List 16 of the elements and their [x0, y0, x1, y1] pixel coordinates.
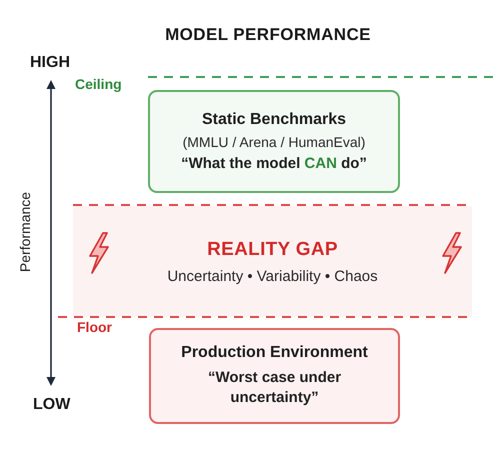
benchmark-list: (MMLU / Arena / HumanEval): [182, 134, 366, 150]
reality-gap-band: [73, 206, 472, 317]
quote-text: “Worst case under uncertainty”: [206, 368, 342, 408]
band-subtitle: Uncertainty • Variability • Chaos: [167, 268, 378, 284]
diagram-title: MODEL PERFORMANCE: [165, 25, 371, 45]
axis-title: Performance: [17, 192, 33, 272]
production-box: [149, 328, 400, 424]
benchmark-box: [148, 90, 400, 193]
box-heading: Static Benchmarks: [202, 111, 346, 129]
axis-label: LOW: [33, 396, 70, 414]
band-heading: REALITY GAP: [207, 238, 338, 260]
ceiling-label: Ceiling: [75, 76, 122, 92]
box-heading: Production Environment: [181, 344, 368, 362]
axis-label: HIGH: [30, 54, 70, 72]
floor-label: Floor: [77, 319, 112, 335]
quote-text: “What the model CAN do”: [181, 155, 367, 172]
